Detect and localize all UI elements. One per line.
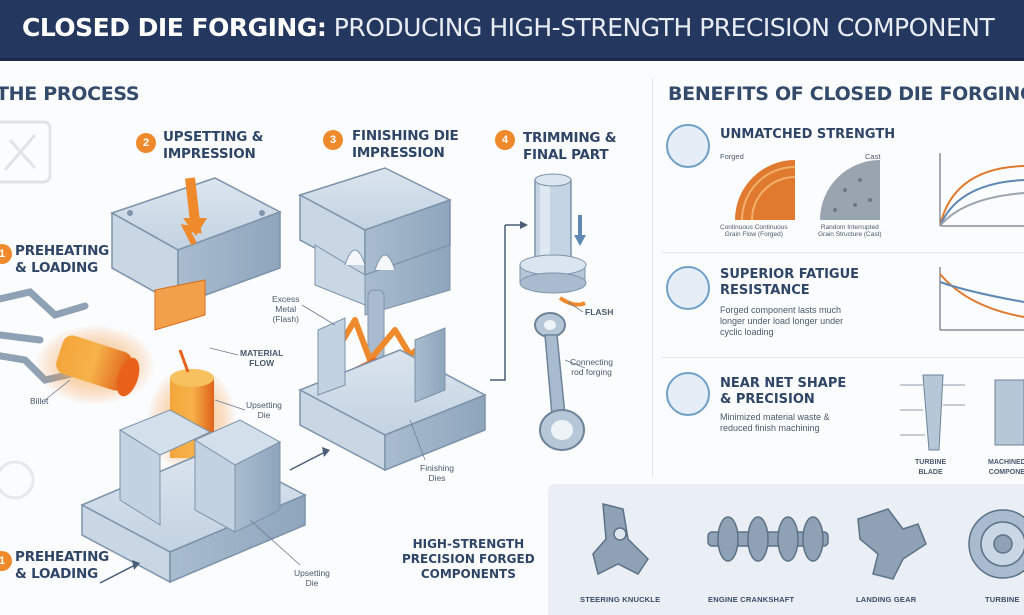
benefit-2-desc: Forged component lasts much longer under… [720,305,844,337]
grain-flow-illustration [735,160,880,221]
step-3-label: FINISHING DIE IMPRESSION [352,128,459,161]
turbine-disc-icon [968,509,1024,579]
app-label-crankshaft: ENGINE CRANKSHAFT [708,595,795,604]
lower-die-upsetting [80,409,307,584]
step-4-badge: 4 [495,130,515,150]
benefits-section-title: BENEFITS OF CLOSED DIE FORGING [668,83,1024,105]
process-diagram [0,120,587,584]
precision-icon [666,372,710,416]
step-1-label: PREHEATING & LOADING [15,243,110,276]
app-label-turbine: TURBINE [985,595,1020,604]
callout-billet: Billet [30,396,49,406]
benefit-3-desc: Minimized material waste & reduced finis… [720,412,830,433]
step-4-label: TRIMMING & FINAL PART [523,130,617,163]
step-1-badge: 1 [0,244,12,264]
label-cast: Cast [865,152,881,161]
app-label-steering-knuckle: STEERING KNUCKLE [580,595,661,604]
section-divider [652,78,653,478]
press-arrowhead-1 [183,218,207,236]
flow-arrow-2-3 [289,451,326,471]
billet [35,325,155,405]
callout-finishing-dies: Finishing Dies [420,463,455,483]
step-repeat-badge: 1 [0,551,12,571]
benefit-separator-1 [662,252,1024,253]
strength-mini-chart [939,153,1024,227]
title-sub: PRODUCING HIGH-STRENGTH PRECISION COMPON… [326,13,995,42]
trimming-press [519,173,587,307]
steering-knuckle-icon [592,503,649,576]
benefit-3-title: NEAR NET SHAPE & PRECISION [720,376,847,407]
callout-upsetting-die-2: Upsetting Die [294,568,330,588]
callout-material-flow: MATERIAL FLOW [240,348,284,368]
benefit-1-title: UNMATCHED STRENGTH [720,127,896,142]
gear-icon [0,460,35,500]
header-banner: CLOSED DIE FORGING: PRODUCING HIGH-STREN… [0,0,1024,61]
app-label-landing-gear: LANDING GEAR [856,595,917,604]
process-section-title: THE PROCESS [0,83,140,105]
benefit-separator-2 [662,357,1024,358]
landing-gear-icon [857,508,927,580]
flow-arrow-return [490,225,506,381]
finishing-die [298,167,487,472]
step-3-badge: 3 [323,130,343,150]
callout-excess-metal: Excess Metal (Flash) [272,294,300,324]
title-main: CLOSED DIE FORGING: [22,13,327,42]
crankshaft-icon [707,516,829,562]
fatigue-icon [666,266,710,310]
label-forged: Forged [720,152,744,161]
label-forged-caption: Continuous Continuous Grain Flow (Forged… [720,224,788,238]
callout-connecting-rod: Connecting rod forging [570,357,614,377]
connecting-rod-part [534,312,585,451]
callout-upsetting-die-1: Upsetting Die [246,400,282,420]
press-arrow-1 [185,177,200,223]
page-title: CLOSED DIE FORGING: PRODUCING HIGH-STREN… [22,13,995,42]
step-repeat-label: PREHEATING & LOADING [15,549,110,582]
strength-icon [666,124,710,168]
label-cast-caption: Random Interrupted Grain Structure (Cast… [818,224,882,238]
step-2-badge: 2 [136,133,156,153]
step-2-label: UPSETTING & IMPRESSION [163,129,264,162]
applications-title: HIGH-STRENGTH PRECISION FORGED COMPONENT… [402,537,535,581]
benefit-2-title: SUPERIOR FATIGUE RESISTANCE [720,267,860,298]
flow-arrow-bottom [99,564,136,584]
label-turbine-blade: TURBINE BLADE [915,459,947,476]
callout-flash: FLASH [585,307,614,317]
applications-illustrations [592,503,1024,580]
fatigue-mini-chart [939,267,1024,331]
label-machined: MACHINED COMPONE [988,459,1024,476]
wrench-icon [0,120,52,184]
precision-parts-illustration [900,374,1024,451]
